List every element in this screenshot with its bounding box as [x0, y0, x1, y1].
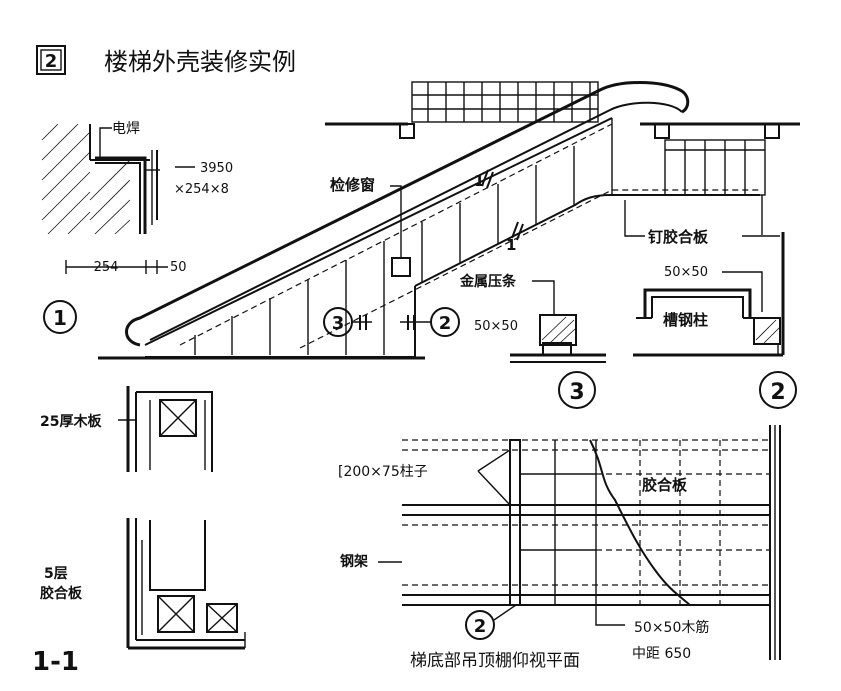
plywood-5-line2: 胶合板	[40, 585, 83, 602]
section-number-box	[36, 45, 66, 75]
detail-marker-2	[759, 371, 797, 409]
dim-50: 50	[170, 260, 187, 275]
angle-spec-1: 3950	[200, 161, 233, 176]
wood-board-label: 25厚木板	[40, 413, 102, 430]
plywood-label: 胶合板	[642, 476, 688, 494]
escalator-elevation: 检修窗 1 1 3 2 钉胶合板	[98, 81, 800, 360]
metal-strip-label: 金属压条	[459, 273, 517, 290]
detail-marker-1-label: 1	[53, 306, 67, 330]
header: 2 楼梯外壳装修实例	[36, 45, 296, 76]
detail-2: 50×50 槽钢柱 2	[633, 232, 797, 409]
plywood-nailed-label: 钉胶合板	[648, 228, 709, 246]
ceiling-plan-title: 梯底部吊顶棚仰视平面	[410, 651, 580, 671]
steel-frame-label: 钢架	[340, 553, 368, 570]
detail-marker-3-label: 3	[569, 380, 584, 405]
callout-3-label: 3	[332, 313, 345, 334]
detail-1: 电焊 3950 ×254×8 254 50 1	[41, 121, 233, 334]
spacing-label: 中距 650	[632, 646, 691, 662]
wood-joist-label: 50×50木筋	[634, 619, 709, 636]
weld-label: 电焊	[112, 121, 140, 137]
ceiling-callout-2-label: 2	[474, 616, 487, 637]
callout-2-label: 2	[439, 313, 452, 334]
section-number: 2	[45, 51, 58, 72]
plywood-5-line1: 5层	[44, 566, 68, 582]
section-mark-1-bottom: 1	[506, 236, 516, 254]
channel-column-label: 槽钢柱	[663, 311, 708, 329]
inspection-window	[391, 257, 411, 277]
wall-hatch	[41, 123, 131, 235]
detail-3: 金属压条 50×50 3	[459, 273, 606, 409]
section-mark-1-top: 1	[474, 172, 484, 190]
section-title-1-1: 1-1	[32, 647, 79, 677]
angle-spec-2: ×254×8	[174, 182, 229, 197]
detail-marker-2-label: 2	[770, 380, 785, 405]
ceiling-plan: [200×75柱子 胶合板 钢架 2 50×50木筋 中距 650 梯底部吊顶棚…	[338, 425, 781, 671]
section-1-1: 25厚木板 5层 胶合板 1-1	[32, 386, 246, 677]
size-50x50-b: 50×50	[664, 265, 708, 280]
dim-254: 254	[94, 260, 119, 275]
page-title: 楼梯外壳装修实例	[104, 48, 296, 76]
size-50x50-a: 50×50	[474, 319, 518, 334]
inspection-window-label: 检修窗	[330, 176, 375, 194]
ceiling-callout-2	[465, 610, 495, 640]
detail-marker-1	[43, 300, 77, 334]
column-spec-label: [200×75柱子	[338, 464, 428, 480]
detail-marker-3	[558, 371, 596, 409]
